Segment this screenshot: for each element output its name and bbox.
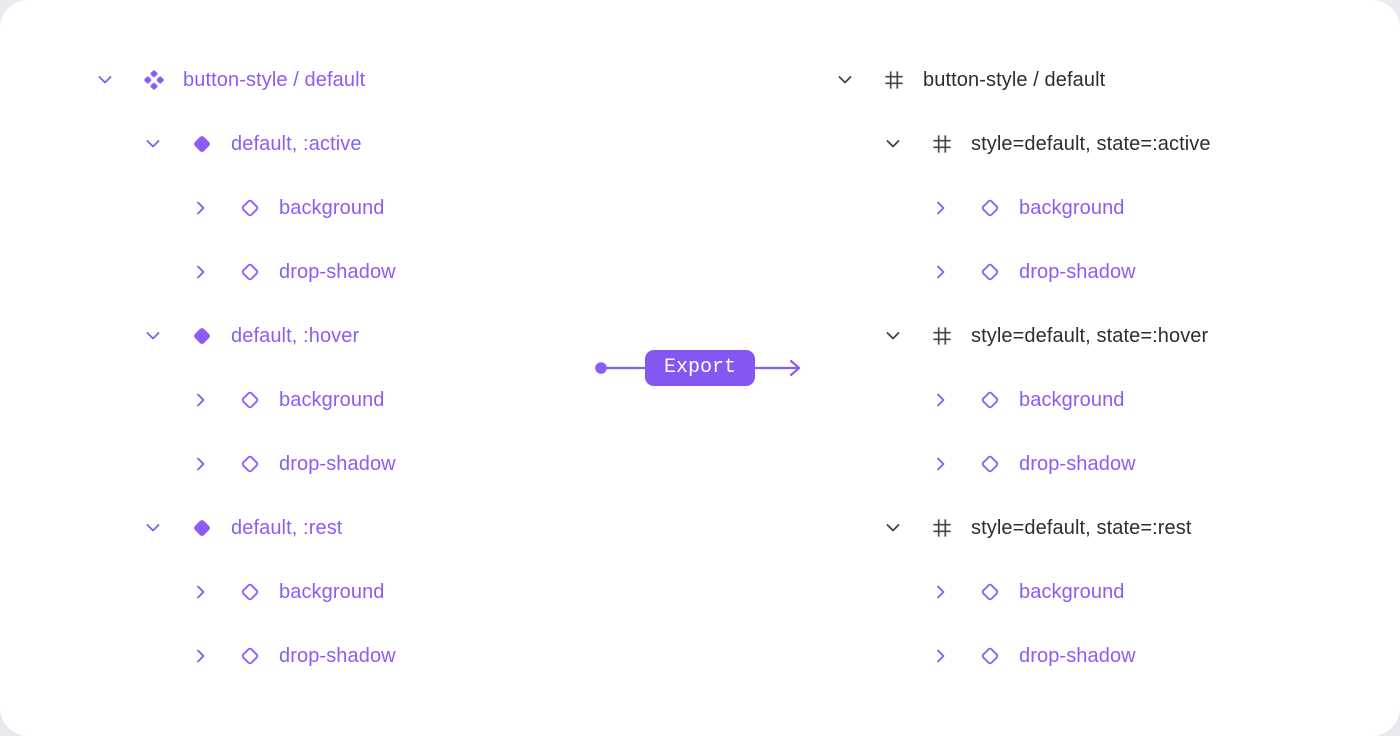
tree-row[interactable]: background [0, 560, 1400, 624]
tree-row[interactable]: default, :rest [0, 496, 1400, 560]
chevron-right-icon[interactable] [191, 262, 211, 282]
tree-row[interactable]: drop-shadow [0, 624, 1400, 688]
export-connector: Export [593, 348, 805, 388]
instance-icon [979, 197, 1001, 219]
chevron-right-icon[interactable] [931, 390, 951, 410]
tree-row[interactable]: button-style / default [0, 48, 1400, 112]
tree-row[interactable]: style=default, state=:hover [0, 304, 1400, 368]
instance-icon [979, 389, 1001, 411]
layer-label: drop-shadow [279, 644, 396, 667]
layer-label: button-style / default [183, 68, 366, 91]
tree-row[interactable]: background [0, 560, 1400, 624]
instance-icon [239, 389, 261, 411]
variant-icon [191, 325, 213, 347]
chevron-right-icon[interactable] [191, 454, 211, 474]
layer-label: style=default, state=:hover [971, 324, 1209, 347]
tree-row[interactable]: style=default, state=:rest [0, 496, 1400, 560]
chevron-right-icon[interactable] [931, 582, 951, 602]
layer-label: drop-shadow [1019, 644, 1136, 667]
chevron-down-icon[interactable] [143, 518, 163, 538]
connector-arrow [755, 359, 801, 377]
layer-label: default, :hover [231, 324, 360, 347]
layer-label: drop-shadow [279, 260, 396, 283]
layer-label: default, :active [231, 132, 362, 155]
layer-label: button-style / default [923, 68, 1106, 91]
chevron-right-icon[interactable] [931, 198, 951, 218]
layer-label: background [1019, 580, 1125, 603]
chevron-down-icon[interactable] [883, 518, 903, 538]
variant-icon [191, 133, 213, 155]
export-button[interactable]: Export [645, 350, 755, 386]
chevron-down-icon[interactable] [883, 326, 903, 346]
layer-label: style=default, state=:rest [971, 516, 1192, 539]
chevron-right-icon[interactable] [191, 198, 211, 218]
instance-icon [239, 261, 261, 283]
chevron-right-icon[interactable] [191, 646, 211, 666]
connector-line-start [595, 362, 645, 374]
chevron-down-icon[interactable] [95, 70, 115, 90]
instance-icon [239, 645, 261, 667]
frame-icon [931, 517, 953, 539]
layer-label: background [279, 196, 385, 219]
instance-icon [979, 453, 1001, 475]
frame-icon [883, 69, 905, 91]
instance-icon [979, 581, 1001, 603]
tree-row[interactable]: background [0, 176, 1400, 240]
chevron-right-icon[interactable] [191, 582, 211, 602]
tree-row[interactable]: drop-shadow [0, 432, 1400, 496]
variant-icon [191, 517, 213, 539]
instance-icon [239, 581, 261, 603]
tree-row[interactable]: drop-shadow [0, 240, 1400, 304]
chevron-right-icon[interactable] [931, 646, 951, 666]
frame-icon [931, 325, 953, 347]
instance-icon [979, 261, 1001, 283]
layer-label: style=default, state=:active [971, 132, 1211, 155]
tree-row[interactable]: style=default, state=:active [0, 112, 1400, 176]
layer-label: background [279, 388, 385, 411]
chevron-down-icon[interactable] [883, 134, 903, 154]
layer-label: drop-shadow [1019, 452, 1136, 475]
tree-row[interactable]: background [0, 368, 1400, 432]
chevron-down-icon[interactable] [143, 326, 163, 346]
layer-label: default, :rest [231, 516, 343, 539]
tree-row[interactable]: drop-shadow [0, 240, 1400, 304]
figma-layers-tree: button-style / default default, :active ba… [0, 48, 1400, 688]
chevron-down-icon[interactable] [835, 70, 855, 90]
chevron-right-icon[interactable] [931, 454, 951, 474]
layer-label: background [279, 580, 385, 603]
instance-icon [979, 645, 1001, 667]
tree-row[interactable]: button-style / default [0, 48, 1400, 112]
chevron-right-icon[interactable] [191, 390, 211, 410]
tree-row[interactable]: default, :hover [0, 304, 1400, 368]
tree-row[interactable]: drop-shadow [0, 432, 1400, 496]
component-icon [143, 69, 165, 91]
layer-label: drop-shadow [1019, 260, 1136, 283]
chevron-down-icon[interactable] [143, 134, 163, 154]
instance-icon [239, 453, 261, 475]
tree-row[interactable]: background [0, 176, 1400, 240]
instance-icon [239, 197, 261, 219]
layer-label: background [1019, 388, 1125, 411]
exported-layers-tree: button-style / default style=default, sta… [0, 48, 1400, 688]
chevron-right-icon[interactable] [931, 262, 951, 282]
layer-label: background [1019, 196, 1125, 219]
tree-row[interactable]: default, :active [0, 112, 1400, 176]
frame-icon [931, 133, 953, 155]
layer-label: drop-shadow [279, 452, 396, 475]
tree-row[interactable]: background [0, 368, 1400, 432]
tree-row[interactable]: drop-shadow [0, 624, 1400, 688]
